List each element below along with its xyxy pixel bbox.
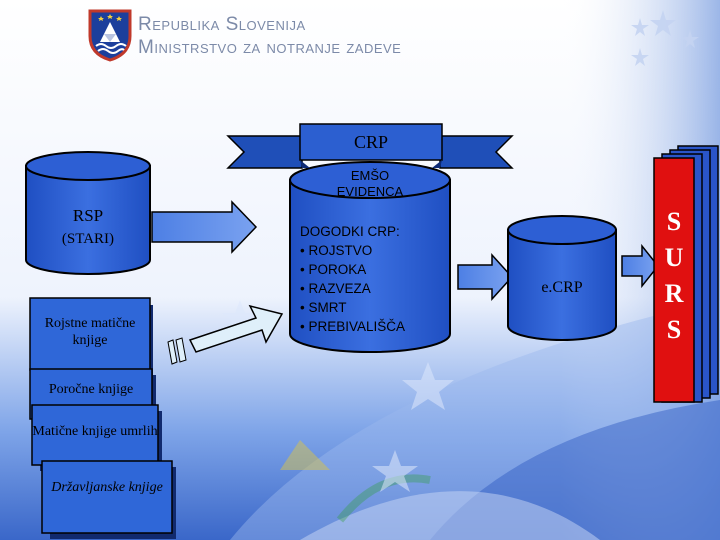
crp-event-item: • ROJSTVO (300, 243, 373, 258)
surs-letter: U (664, 243, 684, 272)
crp-event-item: • SMRT (300, 300, 347, 315)
header-line-2: Ministrstvo za notranje zadeve (138, 37, 402, 58)
ecrp-label: e.CRP (541, 279, 583, 296)
book-label-porocne: Poročne knjige (48, 382, 134, 397)
crp-cylinder (289, 161, 451, 353)
crp-banner (226, 123, 514, 169)
surs-letter: S (666, 315, 682, 344)
book-label-rojstne: Rojstne matične knjige (44, 316, 136, 348)
star-icon (650, 10, 676, 36)
crp-event-item: • RAZVEZA (300, 281, 371, 296)
crp-event-item: • POROKA (300, 262, 367, 277)
star-icon (631, 18, 649, 36)
surs-letter: S (666, 207, 682, 236)
arrow-rsp-to-crp (151, 200, 258, 254)
star-icon (681, 30, 699, 48)
arrow-ecrp-to-surs (621, 243, 659, 289)
crp-banner-label: CRP (353, 132, 389, 152)
crp-events: DOGODKI CRP: • ROJSTVO • POROKA • RAZVEZ… (300, 222, 450, 336)
crp-events-title: DOGODKI CRP: (300, 224, 400, 239)
arrow-crp-to-ecrp (457, 253, 514, 301)
crp-event-item: • PREBIVALIŠČA (300, 319, 406, 334)
ecrp-cylinder (507, 215, 617, 341)
crp-section-label: EMŠO EVIDENCA (336, 168, 404, 199)
rsp-subtitle: (STARI) (61, 231, 115, 247)
rsp-cylinder (25, 151, 151, 275)
surs-letters: S U R S (654, 204, 694, 348)
coat-of-arms-logo (88, 9, 132, 62)
header-line-1: Republika Slovenija (138, 14, 306, 35)
star-icon (372, 450, 418, 492)
star-icon (631, 48, 649, 66)
surs-letter: R (664, 279, 684, 308)
book-drzavljanske (41, 460, 176, 539)
book-rojstne (29, 297, 153, 377)
surs-box (653, 145, 719, 403)
book-umrlih (31, 404, 162, 471)
header: Republika Slovenija Ministrstvo za notra… (78, 8, 438, 64)
rsp-title: RSP (72, 206, 104, 225)
arrow-books-to-crp (167, 304, 284, 365)
book-label-umrlih: Matične knjige umrlih (32, 424, 158, 439)
star-icon (402, 362, 454, 410)
book-label-drzavljanske: Državljanske knjige (51, 480, 163, 495)
